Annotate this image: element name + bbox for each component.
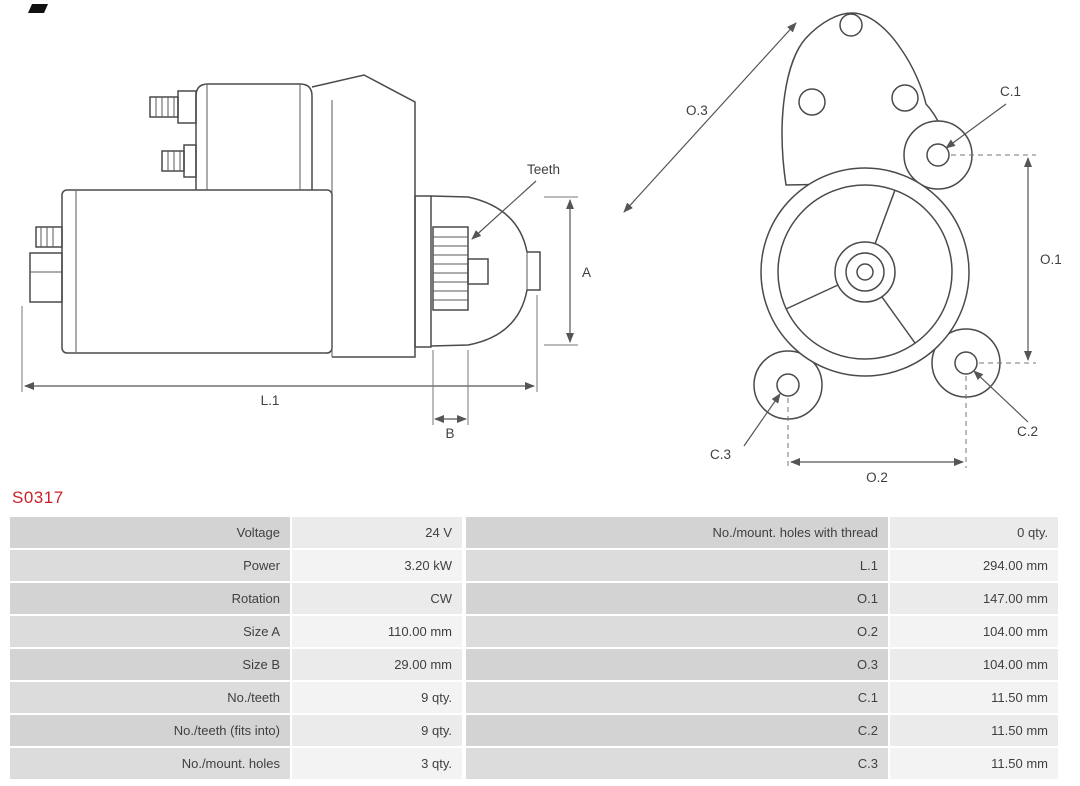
front-view: O.3 C.1 O.1 O.2 C.3 C.2 [623, 12, 1062, 485]
teeth-label: Teeth [527, 162, 560, 177]
leader-c3 [743, 393, 781, 447]
brand-logo-glyph [28, 4, 48, 13]
mount-hole-c1 [926, 143, 950, 167]
spec-label: C.1 [466, 682, 888, 713]
spec-value: 9 qty. [292, 715, 462, 746]
dim-label-c2: C.2 [1017, 424, 1038, 439]
spec-value: 29.00 mm [292, 649, 462, 680]
hub-outer [834, 241, 896, 303]
spec-value: 104.00 mm [890, 649, 1058, 680]
part-number: S0317 [12, 488, 64, 507]
spec-label: Power [10, 550, 290, 581]
flange-step [414, 195, 432, 348]
pinion-shaft-nose [467, 258, 489, 285]
mount-hole-c2 [954, 351, 978, 375]
spec-value: 294.00 mm [890, 550, 1058, 581]
dim-label-l1: L.1 [261, 393, 280, 408]
dim-label-o2: O.2 [866, 470, 888, 485]
spec-value: 3 qty. [292, 748, 462, 779]
mount-hole-c3 [776, 373, 800, 397]
dim-label-c1: C.1 [1000, 84, 1021, 99]
hub-middle [845, 252, 885, 292]
left-terminal-thread [40, 227, 54, 247]
spec-label: No./teeth [10, 682, 290, 713]
spec-value: 9 qty. [292, 682, 462, 713]
silhouette-hole-left [798, 88, 826, 116]
terminal-thread-upper [155, 97, 175, 117]
spec-value: 11.50 mm [890, 748, 1058, 779]
spec-table-right: No./mount. holes with thread 0 qty. L.1 … [466, 517, 1058, 779]
spec-value: CW [292, 583, 462, 614]
spec-value: 11.50 mm [890, 715, 1058, 746]
left-end-block [29, 252, 63, 303]
flange-inner-circle [777, 184, 953, 360]
terminal-thread-lower [167, 151, 181, 171]
top-small-hole [839, 13, 863, 37]
dim-label-o3: O.3 [686, 103, 708, 118]
pinion-teeth-lines [433, 236, 468, 301]
terminal-collar-upper [177, 90, 197, 124]
dim-label-c3: C.3 [710, 447, 731, 462]
spec-value: 104.00 mm [890, 616, 1058, 647]
leader-c1 [945, 103, 1007, 149]
side-view: Teeth A L.1 B [21, 74, 591, 441]
spec-label: Voltage [10, 517, 290, 548]
spec-label: L.1 [466, 550, 888, 581]
spec-label: No./mount. holes with thread [466, 517, 888, 548]
spokes [785, 189, 916, 344]
drive-housing [311, 74, 416, 358]
motor-body [61, 189, 333, 354]
flange-outer-circle [760, 167, 970, 377]
solenoid [195, 83, 313, 190]
brand-logo [28, 0, 48, 13]
leader-c2 [973, 370, 1029, 423]
left-terminal-stud [35, 226, 63, 248]
pinion-gear [432, 226, 469, 311]
spec-value: 24 V [292, 517, 462, 548]
dim-label-a: A [582, 265, 591, 280]
spec-table: Voltage 24 V Power 3.20 kW Rotation CW S… [10, 517, 1058, 779]
spec-label: O.1 [466, 583, 888, 614]
spec-value: 11.50 mm [890, 682, 1058, 713]
spec-value: 3.20 kW [292, 550, 462, 581]
terminal-stud-lower [161, 150, 185, 172]
spec-value: 0 qty. [890, 517, 1058, 548]
spec-label: No./mount. holes [10, 748, 290, 779]
spec-label: Rotation [10, 583, 290, 614]
spec-label: Size B [10, 649, 290, 680]
spec-table-left: Voltage 24 V Power 3.20 kW Rotation CW S… [10, 517, 462, 779]
dim-line-o3 [623, 22, 797, 213]
spec-label: O.3 [466, 649, 888, 680]
spec-label: O.2 [466, 616, 888, 647]
dim-label-b: B [445, 426, 454, 441]
spec-value: 147.00 mm [890, 583, 1058, 614]
terminal-collar-lower [183, 144, 197, 178]
starter-motor-drawing: Teeth A L.1 B [21, 12, 1062, 485]
spec-label: C.2 [466, 715, 888, 746]
spec-label: No./teeth (fits into) [10, 715, 290, 746]
terminal-stud-upper [149, 96, 179, 118]
teeth-leader-line [471, 180, 537, 240]
technical-drawing: Teeth A L.1 B [21, 12, 1062, 485]
silhouette-hole-right [891, 84, 919, 112]
spec-value: 110.00 mm [292, 616, 462, 647]
spec-label: C.3 [466, 748, 888, 779]
mounting-bracket [430, 195, 541, 347]
dim-label-o1: O.1 [1040, 252, 1062, 267]
spec-label: Size A [10, 616, 290, 647]
hub-center [856, 263, 874, 281]
